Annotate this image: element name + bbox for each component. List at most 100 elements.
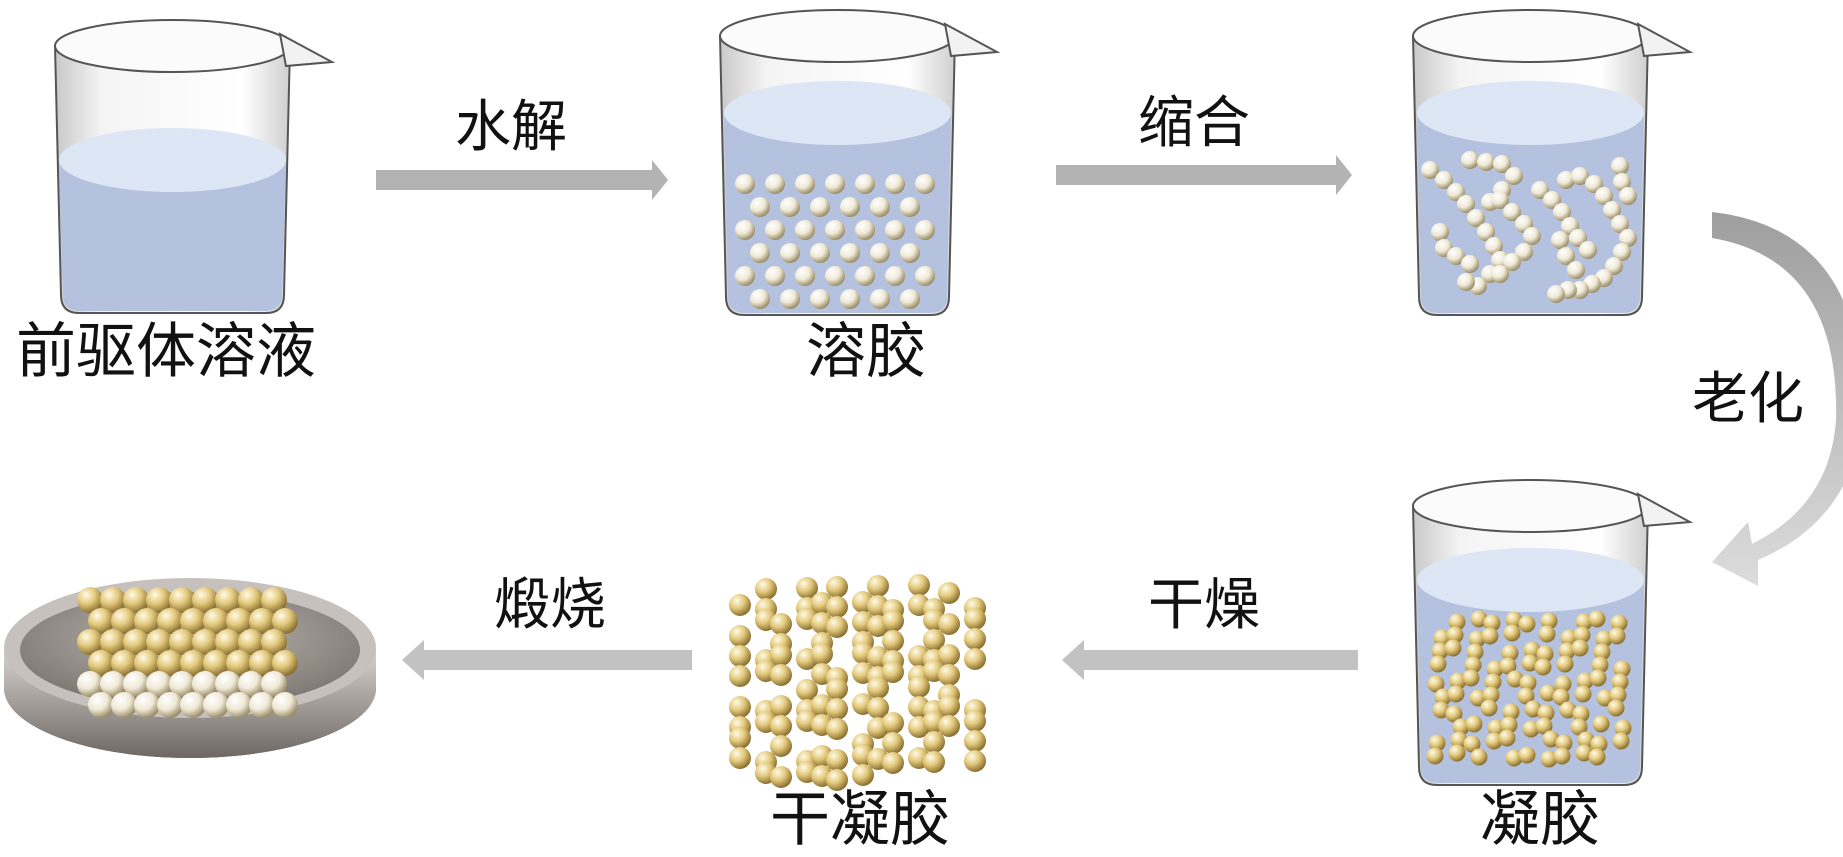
sol-particle bbox=[885, 220, 905, 240]
label-gel: 凝胶 bbox=[1480, 785, 1600, 855]
calcined-particle bbox=[134, 650, 160, 676]
condensed-particle bbox=[1603, 201, 1621, 219]
gel-particle bbox=[1518, 746, 1536, 764]
gel-particle bbox=[1571, 639, 1589, 657]
gel-particle bbox=[1480, 699, 1498, 717]
xerogel-particle bbox=[826, 576, 848, 598]
condensed-particle bbox=[1503, 253, 1521, 271]
xerogel-particle bbox=[908, 676, 930, 698]
gel-particle bbox=[1536, 645, 1554, 663]
gel-particle bbox=[1540, 612, 1558, 630]
gel-particle bbox=[1590, 735, 1608, 753]
xerogel-particle bbox=[811, 643, 833, 665]
condensed-particle bbox=[1457, 273, 1475, 291]
xerogel-particle bbox=[826, 769, 848, 791]
gel-particle bbox=[1445, 705, 1463, 723]
sol-particle bbox=[915, 266, 935, 286]
sol-particle bbox=[810, 289, 830, 309]
gel-particle bbox=[1505, 611, 1523, 629]
gel-particle bbox=[1450, 731, 1468, 749]
calcined-particle bbox=[146, 629, 172, 655]
calcined-particle bbox=[180, 608, 206, 634]
sol-particle bbox=[855, 266, 875, 286]
gel-particle bbox=[1481, 627, 1499, 645]
gel-particle bbox=[1577, 731, 1595, 749]
condensed-particle bbox=[1557, 247, 1575, 265]
arrow-condensation bbox=[1056, 155, 1352, 195]
sol-particle bbox=[810, 243, 830, 263]
xerogel-particle bbox=[826, 678, 848, 700]
gel-particle bbox=[1575, 744, 1593, 762]
gel-particle bbox=[1433, 629, 1451, 647]
sol-particle bbox=[840, 243, 860, 263]
gel-particle bbox=[1575, 613, 1593, 631]
condensed-particle bbox=[1477, 223, 1495, 241]
condensed-particle bbox=[1579, 241, 1597, 259]
xerogel-particle bbox=[923, 751, 945, 773]
gel-particle bbox=[1607, 699, 1625, 717]
condensed-particle bbox=[1461, 151, 1479, 169]
calcined-particle bbox=[146, 671, 172, 697]
sol-particle bbox=[750, 197, 770, 217]
beaker-condensed bbox=[1411, 9, 1694, 316]
calcined-particle bbox=[203, 692, 229, 718]
gel-particle bbox=[1559, 701, 1577, 719]
xerogel-particle bbox=[964, 710, 986, 732]
condensed-particle bbox=[1571, 167, 1589, 185]
sol-particle bbox=[900, 197, 920, 217]
xerogel-particle bbox=[796, 679, 818, 701]
xerogel-particle bbox=[867, 677, 889, 699]
condensed-particle bbox=[1477, 153, 1495, 171]
xerogel-particle bbox=[796, 577, 818, 599]
xerogel-particle bbox=[826, 596, 848, 618]
step-hydrolysis: 水解 bbox=[455, 95, 567, 160]
gel-particle bbox=[1503, 624, 1521, 642]
calcined-particle bbox=[169, 671, 195, 697]
gel-particle bbox=[1538, 625, 1556, 643]
gel-particle bbox=[1523, 641, 1541, 659]
gel-particle bbox=[1572, 705, 1590, 723]
sol-particle bbox=[765, 266, 785, 286]
condensed-particle bbox=[1585, 175, 1603, 193]
gel-particle bbox=[1446, 626, 1464, 644]
step-aging: 老化 bbox=[1692, 367, 1804, 432]
gel-particle bbox=[1521, 654, 1539, 672]
xerogel-particle bbox=[729, 727, 751, 749]
gel-particle bbox=[1482, 686, 1500, 704]
condensed-particle bbox=[1543, 191, 1561, 209]
xerogel-particle bbox=[938, 582, 960, 604]
gel-particle bbox=[1556, 655, 1574, 673]
arrow-hydrolysis bbox=[376, 160, 668, 200]
gel-particle bbox=[1613, 660, 1631, 678]
sol-particle bbox=[810, 197, 830, 217]
calcined-particle bbox=[203, 608, 229, 634]
calcined-particle bbox=[261, 587, 287, 613]
xerogel-particle bbox=[923, 731, 945, 753]
calcined-particle bbox=[88, 608, 114, 634]
calcined-particle bbox=[157, 608, 183, 634]
gel-particle bbox=[1431, 642, 1449, 660]
xerogel-particle bbox=[826, 698, 848, 720]
gel-particle bbox=[1611, 673, 1629, 691]
gel-particle bbox=[1464, 656, 1482, 674]
gel-particle bbox=[1428, 734, 1446, 752]
sol-particle bbox=[825, 220, 845, 240]
xerogel-particle bbox=[882, 732, 904, 754]
calcined-particle bbox=[215, 629, 241, 655]
xerogel-particle bbox=[964, 608, 986, 630]
xerogel-particle bbox=[770, 613, 792, 635]
sol-particle bbox=[825, 174, 845, 194]
gel-particle bbox=[1462, 669, 1480, 687]
sol-particle bbox=[840, 289, 860, 309]
gel-particle bbox=[1573, 626, 1591, 644]
step-calcination: 煅烧 bbox=[494, 573, 606, 638]
gel-particle bbox=[1519, 674, 1537, 692]
xerogel-particle bbox=[882, 610, 904, 632]
gel-particle bbox=[1522, 720, 1540, 738]
gel-particle bbox=[1576, 672, 1594, 690]
sol-particle bbox=[840, 197, 860, 217]
sol-particle bbox=[735, 266, 755, 286]
gel-particle bbox=[1539, 684, 1557, 702]
gel-particle bbox=[1555, 734, 1573, 752]
gel-particle bbox=[1434, 688, 1452, 706]
